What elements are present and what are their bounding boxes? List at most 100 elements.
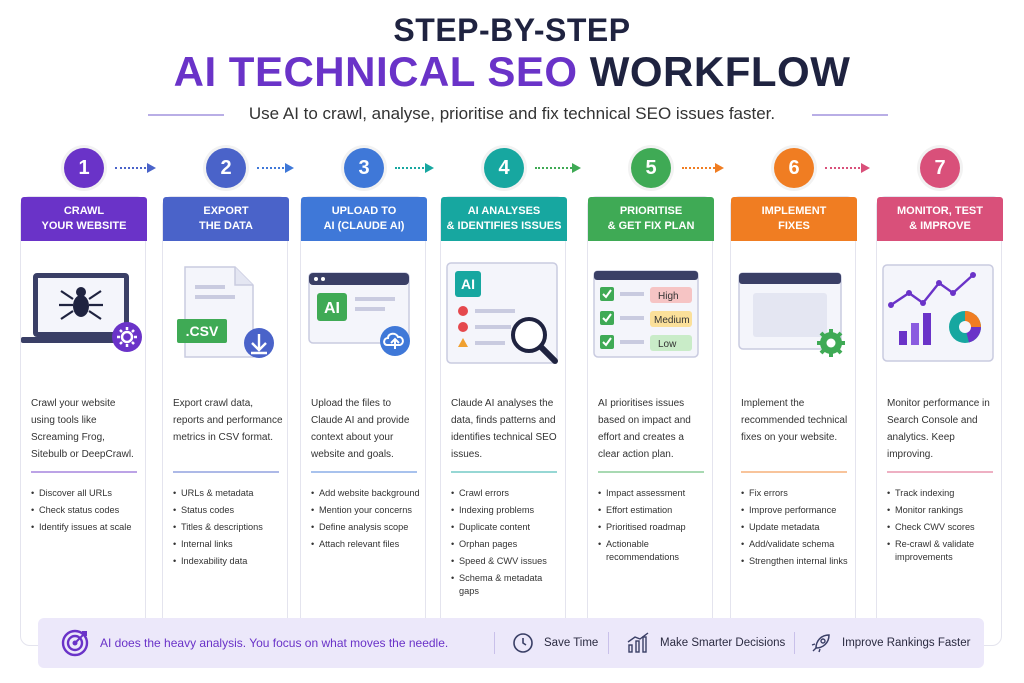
step-bullet-list: Add website backgroundMention your conce… bbox=[311, 487, 423, 555]
step-header-line2: AI (CLAUDE AI) bbox=[323, 220, 405, 232]
step-number-badge: 4 bbox=[484, 148, 524, 188]
step-bullet: Check status codes bbox=[31, 504, 143, 517]
step-divider bbox=[598, 471, 704, 473]
step-bullet: Improve performance bbox=[741, 504, 853, 517]
ai-upload-icon: AI bbox=[308, 272, 410, 356]
step-bullet: Duplicate content bbox=[451, 521, 563, 534]
step-bullet-list: Crawl errorsIndexing problemsDuplicate c… bbox=[451, 487, 563, 602]
svg-text:High: High bbox=[658, 291, 679, 302]
step-card: UPLOAD TO AI (CLAUDE AI) AI Upload the f… bbox=[300, 196, 427, 646]
step-illustration bbox=[731, 257, 857, 377]
step-bullet: Internal links bbox=[173, 538, 285, 551]
step-bullet-list: URLs & metadataStatus codesTitles & desc… bbox=[173, 487, 285, 572]
step-divider bbox=[451, 471, 557, 473]
step-arrow bbox=[115, 163, 156, 173]
step-card: MONITOR, TEST & IMPROVE Monitor performa… bbox=[876, 196, 1003, 646]
subtitle-line-right bbox=[812, 114, 888, 116]
csv-file-icon: .CSV bbox=[177, 266, 274, 358]
step-divider bbox=[31, 471, 137, 473]
step-header: UPLOAD TO AI (CLAUDE AI) bbox=[301, 197, 427, 241]
step-illustration bbox=[21, 257, 147, 377]
step-number-badge: 2 bbox=[206, 148, 246, 188]
step-bullet-list: Fix errorsImprove performanceUpdate meta… bbox=[741, 487, 853, 572]
step-header: CRAWL YOUR WEBSITE bbox=[21, 197, 147, 241]
footer-tagline: AI does the heavy analysis. You focus on… bbox=[60, 618, 448, 668]
step-description: Upload the files to Claude AI and provid… bbox=[311, 398, 410, 460]
step-description: Claude AI analyses the data, finds patte… bbox=[451, 398, 557, 460]
step-description: Crawl your website using tools like Scre… bbox=[31, 398, 134, 460]
step-bullet: Impact assessment bbox=[598, 487, 710, 500]
footer-separator bbox=[494, 632, 495, 654]
step-illustration: AI bbox=[301, 257, 427, 377]
step-arrow bbox=[535, 163, 581, 173]
step-number-badge: 1 bbox=[64, 148, 104, 188]
step-header-line2: THE DATA bbox=[199, 220, 253, 232]
step-bullet: Status codes bbox=[173, 504, 285, 517]
step-bullet: Titles & descriptions bbox=[173, 521, 285, 534]
footer-banner: AI does the heavy analysis. You focus on… bbox=[38, 618, 984, 668]
step-bullet: Mention your concerns bbox=[311, 504, 423, 517]
step-description: Export crawl data, reports and performan… bbox=[173, 398, 283, 443]
step-header-line2: YOUR WEBSITE bbox=[41, 220, 127, 232]
rocket-icon bbox=[811, 634, 830, 653]
step-bullet: Discover all URLs bbox=[31, 487, 143, 500]
step-bullet: URLs & metadata bbox=[173, 487, 285, 500]
step-header-line2: & IMPROVE bbox=[909, 220, 971, 232]
ai-magnifier-icon: AI bbox=[446, 262, 558, 364]
step-header-line2: & IDENTIFIES ISSUES bbox=[446, 220, 562, 232]
page-title-line1: STEP-BY-STEP bbox=[393, 12, 631, 48]
code-gear-icon bbox=[738, 272, 845, 357]
step-header: AI ANALYSES & IDENTIFIES ISSUES bbox=[441, 197, 567, 241]
subtitle: Use AI to crawl, analyse, prioritise and… bbox=[248, 104, 776, 123]
step-bullet: Define analysis scope bbox=[311, 521, 423, 534]
step-card: EXPORT THE DATA .CSV Export crawl data, … bbox=[162, 196, 289, 646]
step-header: EXPORT THE DATA bbox=[163, 197, 289, 241]
footer-item-label: Save Time bbox=[544, 637, 599, 649]
step-card: PRIORITISE & GET FIX PLAN bbox=[587, 196, 714, 646]
step-bullet: Effort estimation bbox=[598, 504, 710, 517]
step-bullet: Schema & metadata gaps bbox=[451, 572, 563, 598]
step-bullet: Prioritised roadmap bbox=[598, 521, 710, 534]
svg-text:Medium: Medium bbox=[654, 315, 690, 326]
subtitle-line-left bbox=[148, 114, 224, 116]
step-header-line1: AI ANALYSES bbox=[467, 205, 541, 217]
step-header-line1: CRAWL bbox=[63, 205, 105, 217]
laptop-spider-icon bbox=[21, 273, 142, 352]
footer-separator bbox=[794, 632, 795, 654]
step-arrow bbox=[682, 163, 724, 173]
footer-smarter-decisions: Make Smarter Decisions bbox=[626, 618, 785, 668]
svg-text:AI: AI bbox=[461, 276, 475, 292]
svg-text:Low: Low bbox=[658, 339, 677, 350]
step-bullet: Orphan pages bbox=[451, 538, 563, 551]
step-bullet-list: Discover all URLsCheck status codesIdent… bbox=[31, 487, 143, 538]
step-bullet: Check CWV scores bbox=[887, 521, 999, 534]
step-description: AI prioritises issues based on impact an… bbox=[598, 398, 691, 460]
step-header: PRIORITISE & GET FIX PLAN bbox=[588, 197, 714, 241]
svg-text:AI: AI bbox=[324, 300, 340, 317]
bar-chart-icon bbox=[627, 632, 649, 653]
step-bullet: Add/validate schema bbox=[741, 538, 853, 551]
step-number-badge: 3 bbox=[344, 148, 384, 188]
step-header-line1: UPLOAD TO bbox=[331, 205, 397, 217]
step-card: CRAWL YOUR WEBSITE Crawl your website us… bbox=[20, 196, 147, 646]
step-description: Monitor performance in Search Console an… bbox=[887, 398, 990, 460]
step-arrow bbox=[395, 163, 434, 173]
footer-save-time: Save Time bbox=[512, 618, 598, 668]
step-card: IMPLEMENT FIXES Implement the recommende… bbox=[730, 196, 857, 646]
step-bullet: Attach relevant files bbox=[311, 538, 423, 551]
step-bullet: Monitor rankings bbox=[887, 504, 999, 517]
title-workflow: WORKFLOW bbox=[589, 48, 851, 95]
step-header-line1: EXPORT bbox=[203, 205, 249, 217]
step-card: AI ANALYSES & IDENTIFIES ISSUES AI Claud… bbox=[440, 196, 567, 646]
step-number-badge: 6 bbox=[774, 148, 814, 188]
step-header-line2: FIXES bbox=[778, 220, 810, 232]
step-divider bbox=[311, 471, 417, 473]
step-illustration: .CSV bbox=[163, 257, 289, 377]
clock-icon bbox=[513, 633, 533, 653]
step-divider bbox=[741, 471, 847, 473]
subtitle-row: Use AI to crawl, analyse, prioritise and… bbox=[0, 104, 1024, 126]
footer-item-label: Improve Rankings Faster bbox=[842, 637, 971, 649]
footer-item-label: Make Smarter Decisions bbox=[660, 637, 786, 649]
footer-improve-rankings: Improve Rankings Faster bbox=[810, 618, 970, 668]
step-bullet: Re-crawl & validate improvements bbox=[887, 538, 999, 564]
